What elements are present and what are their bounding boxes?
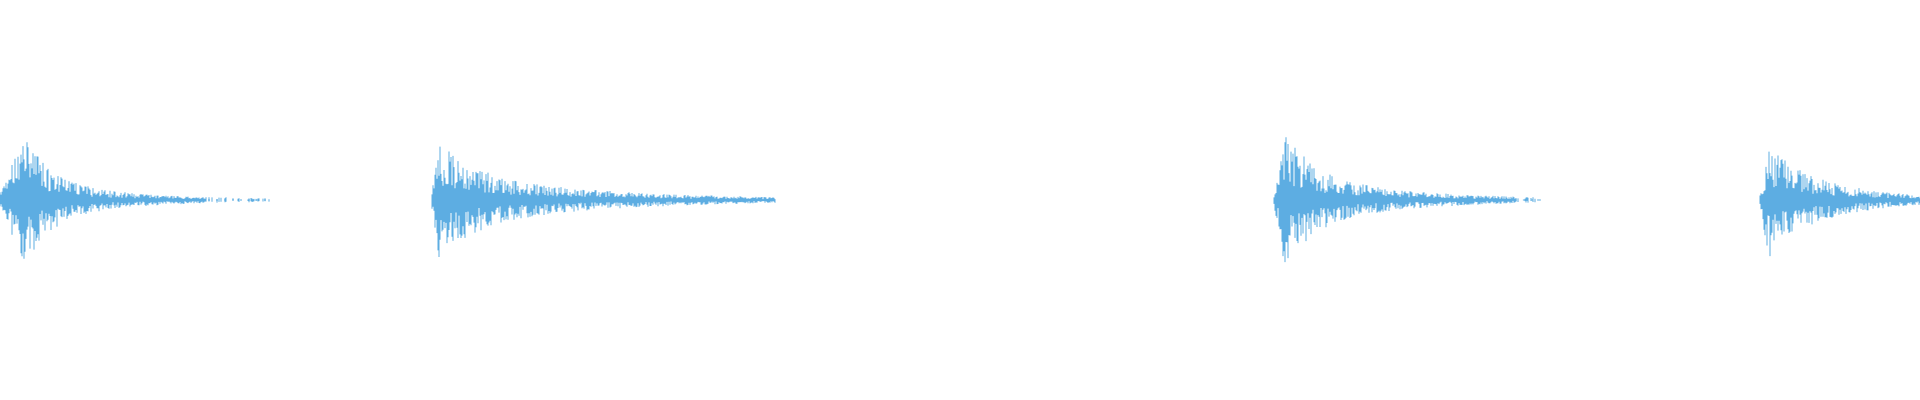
waveform-burst-3: [1273, 137, 1539, 263]
waveform-bursts: [0, 137, 1920, 263]
waveform-burst-2: [431, 146, 776, 257]
waveform-burst-4: [1759, 151, 1920, 257]
